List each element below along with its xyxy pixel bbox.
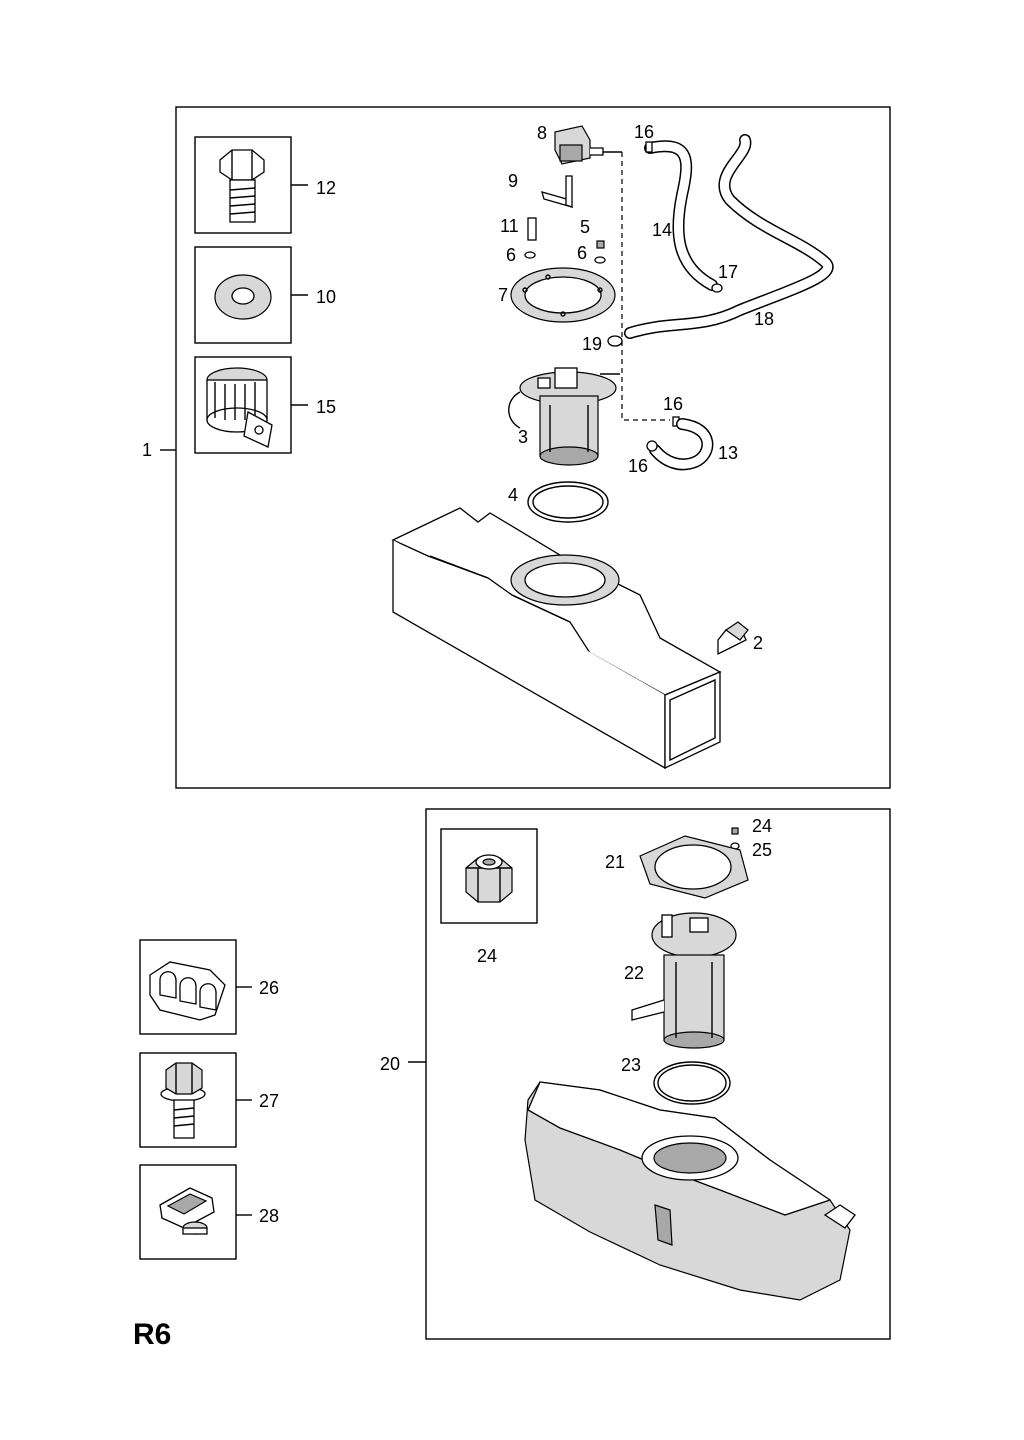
- callout-28: 28: [259, 1206, 279, 1226]
- callout-18: 18: [754, 309, 774, 329]
- inset-box-15: 15: [194, 356, 336, 454]
- callout-19: 19: [582, 334, 602, 354]
- hose-14: [644, 140, 718, 291]
- callout-13: 13: [718, 443, 738, 463]
- inset-box-27: 27: [139, 1052, 279, 1148]
- callout-16-mid: 16: [663, 394, 683, 414]
- callout-22: 22: [624, 963, 644, 983]
- clip-16-top: [645, 141, 653, 153]
- clip-17: [711, 283, 723, 293]
- callout-21: 21: [605, 852, 625, 872]
- callout-23: 23: [621, 1055, 641, 1075]
- filler-cap-2: [717, 621, 749, 656]
- hose-18: [624, 134, 834, 339]
- callout-14: 14: [652, 220, 672, 240]
- callout-6-left: 6: [506, 245, 516, 265]
- bracket-9: [541, 175, 573, 208]
- callout-26: 26: [259, 978, 279, 998]
- callout-2: 2: [753, 633, 763, 653]
- callout-7: 7: [498, 285, 508, 305]
- pipe-clip-icon: [149, 961, 226, 1021]
- routing-line: [621, 152, 670, 421]
- lower-assembly-label: 20: [380, 1054, 400, 1074]
- hose-13: [649, 418, 714, 471]
- clamp-icon: [206, 367, 273, 448]
- nut-24: [731, 827, 739, 835]
- connector-8: [554, 125, 622, 165]
- inset-box-26: 26: [139, 939, 279, 1035]
- callout-6-right: 6: [577, 243, 587, 263]
- fuel-pump-3: [508, 367, 620, 466]
- flange-bolt-icon: [160, 1062, 206, 1139]
- upper-assembly-label: 1: [142, 440, 152, 460]
- seal-23: [653, 1061, 731, 1105]
- fuel-pump-22: [631, 912, 737, 1049]
- callout-16-lower: 16: [628, 456, 648, 476]
- callout-10: 10: [316, 287, 336, 307]
- inset-box-12: 12: [194, 136, 336, 234]
- flange-ring-7: [510, 267, 616, 323]
- fuel-tank-upper: [391, 507, 722, 770]
- inset-box-10: 10: [194, 246, 336, 344]
- callout-25: 25: [752, 840, 772, 860]
- callout-24: 24: [752, 816, 772, 836]
- clip-16-lower: [646, 440, 658, 452]
- callout-15: 15: [316, 397, 336, 417]
- inset-box-28: 28: [139, 1164, 279, 1260]
- washer-icon: [214, 274, 272, 320]
- hex-bolt-icon: [219, 149, 265, 223]
- cap-icon: [159, 1187, 215, 1235]
- callout-12: 12: [316, 178, 336, 198]
- washer-6-right: [594, 256, 606, 264]
- flange-21: [639, 835, 749, 899]
- callout-3: 3: [518, 427, 528, 447]
- callout-5: 5: [580, 217, 590, 237]
- callout-16-top: 16: [634, 122, 654, 142]
- callout-11: 11: [500, 216, 519, 236]
- lower-assembly-frame: [425, 808, 891, 1340]
- inset-box-24: 24: [440, 828, 538, 966]
- nut-5: [596, 240, 605, 249]
- callout-8: 8: [537, 123, 547, 143]
- lock-nut-icon: [465, 854, 513, 903]
- callout-4: 4: [508, 485, 518, 505]
- sleeve-11: [527, 217, 537, 241]
- seal-ring-4: [527, 481, 609, 523]
- fuel-tank-lower: [524, 1081, 856, 1301]
- callout-17: 17: [718, 262, 738, 282]
- washer-6-left: [524, 251, 536, 259]
- sheet-code: R6: [133, 1318, 171, 1351]
- callout-9: 9: [508, 171, 518, 191]
- callout-24-inset: 24: [477, 946, 497, 966]
- callout-27: 27: [259, 1091, 279, 1111]
- upper-assembly-frame: [175, 106, 891, 789]
- clamp-19: [607, 335, 623, 347]
